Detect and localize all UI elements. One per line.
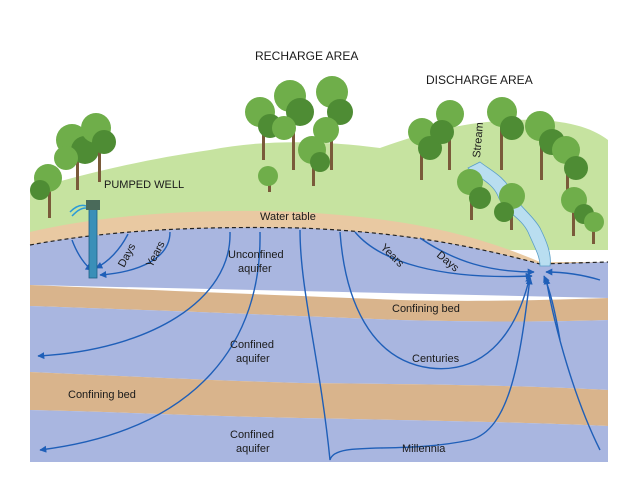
pumped-well-label: PUMPED WELL <box>104 179 184 191</box>
tree-icon <box>584 212 604 244</box>
flow-line-unconfined <box>299 229 533 461</box>
tree-icon <box>272 80 314 170</box>
well-casing <box>88 207 98 279</box>
confined-aquifer-lower-label-2: aquifer <box>236 443 270 455</box>
tree-icon <box>81 113 116 182</box>
water-table-label: Water table <box>260 211 316 223</box>
tree-icon <box>487 97 524 170</box>
stream-label: Stream <box>471 122 486 158</box>
flow-line-days-left <box>95 233 129 269</box>
confined-aquifer-lower-label-1: Confined <box>230 429 274 441</box>
confined-aquifer-upper-label-1: Confined <box>230 339 274 351</box>
flow-line-years-right <box>354 231 533 280</box>
confining-bed-upper-label: Confining bed <box>392 303 460 315</box>
tree-icon <box>552 136 588 200</box>
tree-icon <box>313 76 353 170</box>
flow-lines <box>37 229 601 461</box>
lower-confining-bed <box>30 372 608 426</box>
tree-icon <box>457 169 491 220</box>
millennia-label: Millennia <box>402 443 446 455</box>
flow-line-centuries <box>339 231 532 370</box>
flow-line-confined-left <box>37 231 231 360</box>
water-spray-icon <box>69 204 87 217</box>
well-pump <box>86 200 100 210</box>
unconfined-aquifer-label-2: aquifer <box>238 263 272 275</box>
flow-line-right-1 <box>545 268 601 281</box>
water-table-line <box>29 226 609 265</box>
tree-icon <box>430 100 464 170</box>
pumped-well <box>69 200 100 279</box>
flow-line-years-left <box>99 231 171 279</box>
tree-icon <box>298 136 330 186</box>
recharge-area-label: RECHARGE AREA <box>255 49 358 63</box>
tree-icon <box>494 183 525 230</box>
confined-aquifer-upper-label-2: aquifer <box>236 353 270 365</box>
trees <box>30 76 604 244</box>
unconfined-aquifer-layer <box>30 227 608 298</box>
discharge-area-label: DISCHARGE AREA <box>426 73 533 87</box>
confining-bed-lower-label: Confining bed <box>68 389 136 401</box>
tree-icon <box>30 164 62 218</box>
lower-confined-aquifer-layer <box>30 410 608 462</box>
flow-line-right-3 <box>543 277 601 451</box>
tree-icon <box>561 187 594 236</box>
unconfined-aquifer-label-1: Unconfined <box>228 249 284 261</box>
upper-confined-aquifer-layer <box>30 306 608 390</box>
tree-icon <box>54 124 99 190</box>
tree-icon <box>258 166 278 192</box>
upper-confining-bed <box>30 285 608 322</box>
flow-line-deep-left <box>39 231 261 453</box>
centuries-label: Centuries <box>412 353 460 365</box>
flow-line-days-right <box>419 237 535 276</box>
